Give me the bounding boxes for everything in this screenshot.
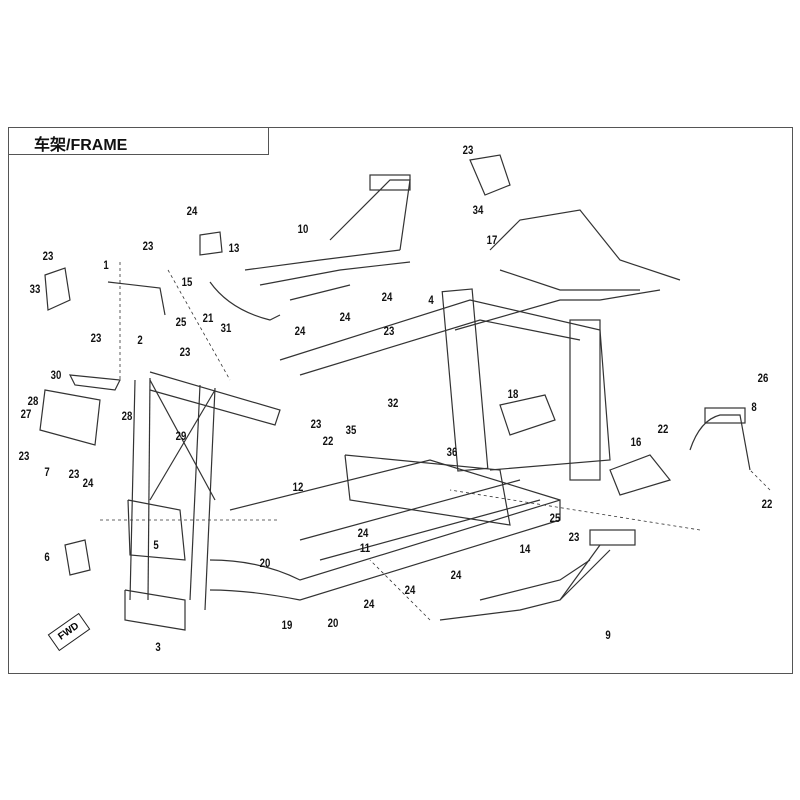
callout-label: 18 (507, 387, 519, 401)
callout-label: 24 (450, 568, 462, 582)
callout-label: 23 (18, 449, 30, 463)
callout-label: 7 (44, 465, 50, 479)
callout-label: 23 (383, 324, 395, 338)
callout-label: 25 (549, 511, 561, 525)
callout-label: 13 (228, 241, 240, 255)
callout-label: 23 (90, 331, 102, 345)
callout-label: 6 (44, 550, 50, 564)
callout-label: 19 (281, 618, 293, 632)
callout-label: 22 (322, 434, 334, 448)
callout-label: 25 (175, 315, 187, 329)
main-rails (229, 288, 661, 561)
callout-label: 20 (327, 616, 339, 630)
callout-label: 29 (175, 429, 187, 443)
callout-label: 23 (68, 467, 80, 481)
callout-label: 24 (404, 583, 416, 597)
callout-label: 28 (27, 394, 39, 408)
callout-label: 9 (605, 628, 611, 642)
callout-label: 10 (297, 222, 309, 236)
callout-label: 24 (363, 597, 375, 611)
front-frame (124, 371, 561, 631)
callout-label: 11 (359, 541, 371, 555)
callout-label: 15 (181, 275, 193, 289)
rear-rack (244, 174, 681, 301)
callout-label: 26 (757, 371, 769, 385)
callout-label: 2 (137, 333, 143, 347)
callout-label: 24 (339, 310, 351, 324)
diagram-border (8, 127, 793, 674)
callout-label: 20 (259, 556, 271, 570)
title-box (8, 127, 269, 155)
callout-label: 36 (446, 445, 458, 459)
callout-label: 12 (292, 480, 304, 494)
callout-label: 21 (202, 311, 214, 325)
callout-label: 23 (142, 239, 154, 253)
callout-label: 23 (462, 143, 474, 157)
callout-label: 30 (50, 368, 62, 382)
callout-label: 16 (630, 435, 642, 449)
leader-lines (100, 262, 771, 621)
brackets (39, 154, 511, 576)
callout-label: 24 (381, 290, 393, 304)
callout-label: 24 (294, 324, 306, 338)
callout-label: 3 (155, 640, 161, 654)
callout-label: 33 (29, 282, 41, 296)
callout-label: 5 (153, 538, 159, 552)
callout-label: 23 (42, 249, 54, 263)
callout-label: 23 (568, 530, 580, 544)
callout-label: 32 (387, 396, 399, 410)
callout-label: 8 (751, 400, 757, 414)
callout-label: 27 (20, 407, 32, 421)
callout-label: 23 (179, 345, 191, 359)
callout-label: 24 (357, 526, 369, 540)
callout-label: 22 (657, 422, 669, 436)
callout-label: 24 (82, 476, 94, 490)
footrests (439, 394, 751, 621)
callout-label: 4 (428, 293, 434, 307)
callout-label: 35 (345, 423, 357, 437)
diagram-title: 车架/FRAME (34, 137, 128, 154)
callout-label: 34 (472, 203, 484, 217)
callout-label: 1 (103, 258, 109, 272)
callout-label: 14 (519, 542, 531, 556)
callout-label: 17 (486, 233, 498, 247)
callout-label: 22 (761, 497, 773, 511)
callout-label: 28 (121, 409, 133, 423)
callout-label: 24 (186, 204, 198, 218)
callout-label: 31 (220, 321, 232, 335)
callout-label: 23 (310, 417, 322, 431)
